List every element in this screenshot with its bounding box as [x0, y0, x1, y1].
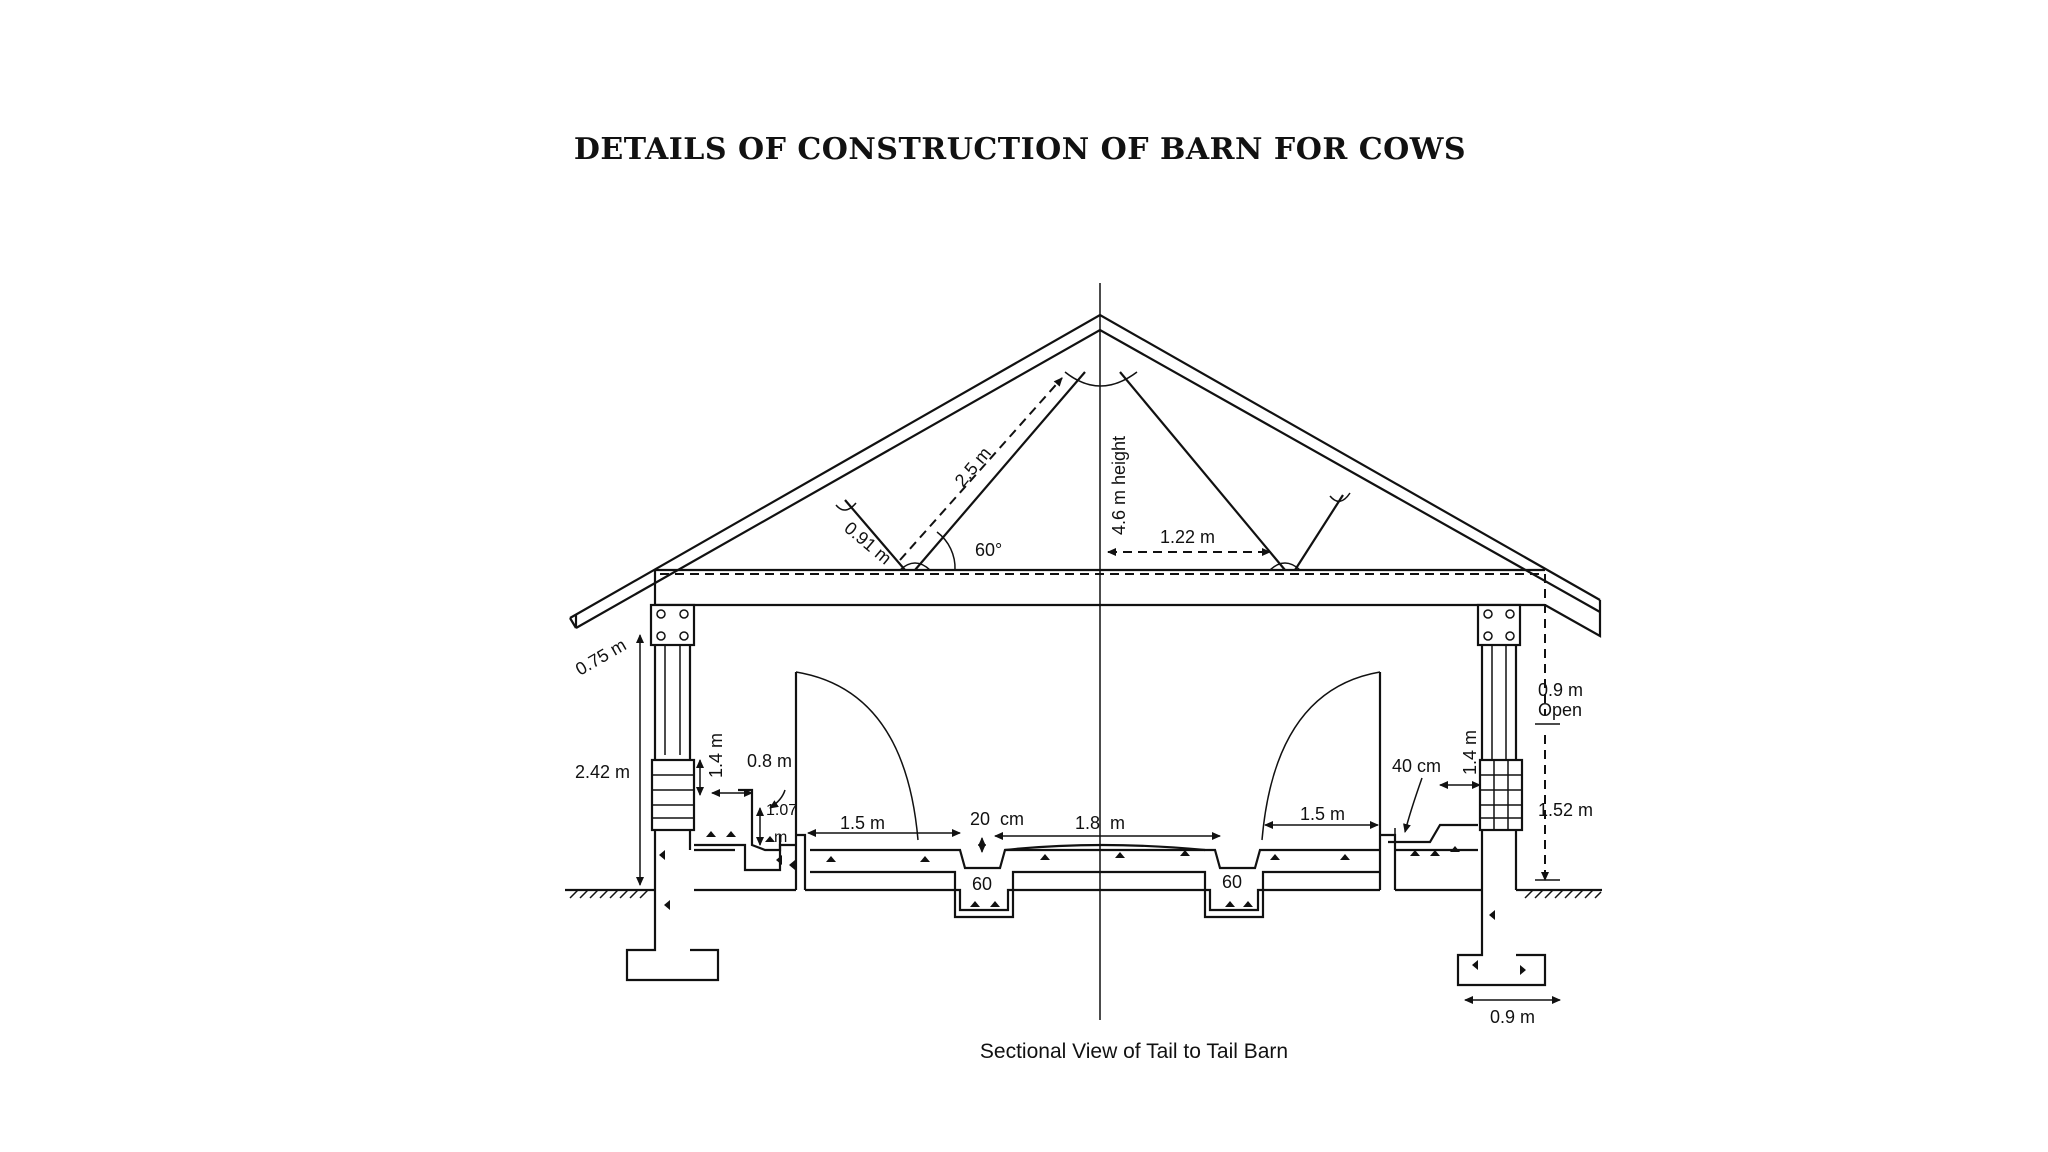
- left-column: [625, 603, 720, 982]
- label-wall-height-right: 1.52 m: [1538, 800, 1593, 820]
- label-step-unit: m: [774, 829, 787, 846]
- label-drain-right: 60: [1222, 872, 1242, 892]
- label-footing: 0.9 m: [1490, 1007, 1535, 1027]
- label-manger-width: 0.8 m: [747, 751, 792, 771]
- label-gutter: 20 cm: [970, 809, 1024, 829]
- label-eave: 0.75 m: [572, 635, 630, 680]
- label-half-span: 1.22 m: [1160, 527, 1215, 547]
- label-height: 4.6 m height: [1109, 436, 1129, 535]
- tie-beam: [653, 568, 1545, 607]
- label-manger-depth-right: 40 cm: [1392, 756, 1441, 776]
- truss-members: [835, 371, 1351, 571]
- label-open-dimension: 0.9 m: [1538, 680, 1583, 700]
- label-standing-left: 1.5 m: [840, 813, 885, 833]
- label-step: 1.07: [766, 802, 797, 819]
- label-passage: 1.8 m: [1075, 813, 1125, 833]
- label-standing-right: 1.5 m: [1300, 804, 1345, 824]
- right-column: [1456, 603, 1547, 987]
- floor-left: [694, 671, 1381, 919]
- floor-right: [1380, 823, 1482, 892]
- roof: [569, 313, 1602, 638]
- label-manger-right: 1.4 m: [1460, 730, 1480, 775]
- label-manger-left: 1.4 m: [706, 733, 726, 778]
- label-wall-height-left: 2.42 m: [575, 762, 630, 782]
- ground-line: [565, 888, 1602, 899]
- label-drain-left: 60: [972, 874, 992, 894]
- label-open-word: Open: [1538, 700, 1582, 720]
- label-angle: 60°: [975, 540, 1002, 560]
- diagram-title: DETAILS OF CONSTRUCTION OF BARN FOR COWS: [573, 132, 1467, 167]
- diagram-caption: Sectional View of Tail to Tail Barn: [979, 1040, 1289, 1063]
